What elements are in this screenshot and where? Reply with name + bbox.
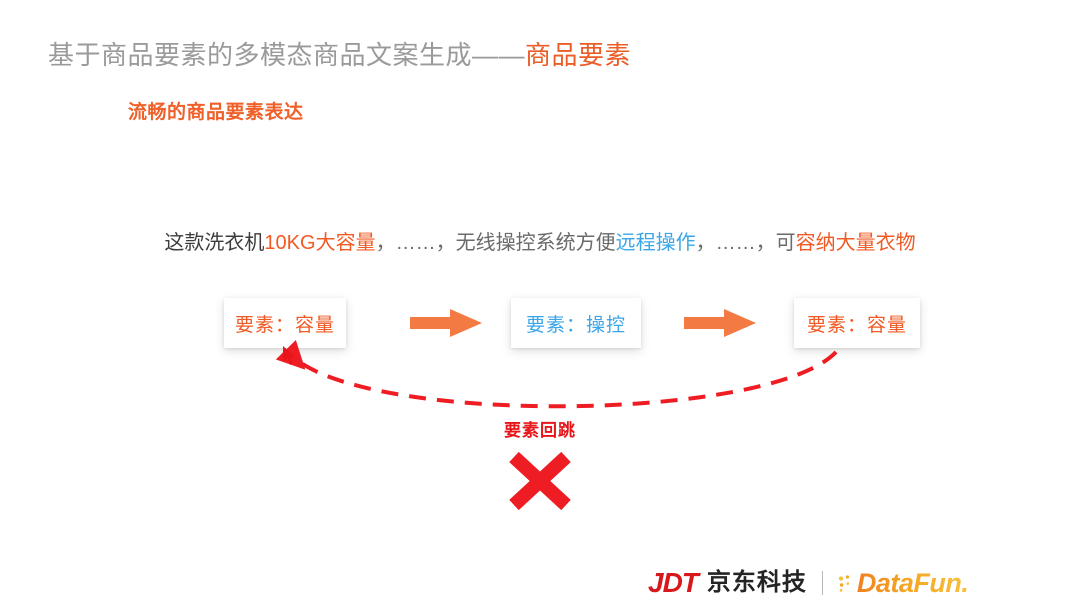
element-box-label: 要素：容量: [234, 314, 335, 336]
page-title-accent: 商品要素: [525, 40, 632, 70]
sentence-highlight-control: 远程操作: [615, 232, 696, 254]
datafun-logo: DataFun.: [838, 567, 969, 598]
element-box-capacity-2[interactable]: 要素：容量: [794, 298, 920, 348]
page-title-main: 基于商品要素的多模态商品文案生成——: [48, 40, 526, 70]
sentence-part-2: ，……，无线操控系统方便: [375, 232, 616, 254]
example-sentence: 这款洗衣机10KG大容量，……，无线操控系统方便远程操作，……，可容纳大量衣物: [0, 228, 1080, 258]
jdt-logo-mark: JDT: [648, 567, 699, 598]
sentence-part-1: 这款洗衣机: [164, 232, 265, 254]
feedback-label: 要素回跳: [504, 421, 576, 440]
element-box-control[interactable]: 要素：操控: [511, 298, 641, 348]
element-box-capacity-1[interactable]: 要素：容量: [224, 298, 346, 348]
sentence-part-3: ，……，可: [695, 232, 796, 254]
flow-arrow-right-icon: [684, 309, 756, 337]
mouse-pointer-cursor-icon: [283, 346, 296, 365]
element-box-label: 要素：容量: [806, 314, 907, 336]
reject-x-icon: [509, 451, 571, 511]
element-box-label: 要素：操控: [525, 314, 626, 336]
sentence-highlight-capacity-2: 容纳大量衣物: [795, 232, 916, 254]
jd-technology-name: 京东科技: [706, 569, 807, 596]
flow-arrow-right-icon: [410, 309, 482, 337]
datafun-dots-icon: [838, 575, 850, 592]
section-subtitle: 流畅的商品要素表达: [128, 102, 304, 123]
logo-divider: [821, 571, 823, 595]
datafun-wordmark: DataFun.: [856, 567, 969, 598]
sentence-highlight-capacity: 10KG大容量: [264, 232, 376, 254]
footer-logos: JDT 京东科技 DataFun.: [648, 566, 969, 600]
page-title: 基于商品要素的多模态商品文案生成——商品要素: [48, 38, 631, 72]
